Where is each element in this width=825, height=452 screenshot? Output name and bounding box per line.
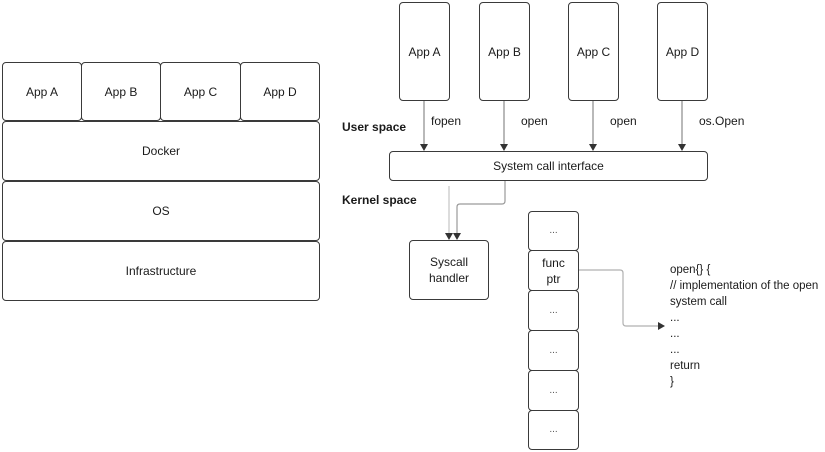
left-app-b-label: App B — [104, 84, 138, 99]
left-app-d: App D — [240, 62, 320, 121]
code-line: ... — [670, 312, 680, 324]
os-layer: OS — [2, 181, 320, 241]
app-b-label: App B — [488, 44, 521, 59]
table-row: ... — [528, 330, 579, 371]
app-c-label: App C — [576, 44, 611, 59]
system-call-interface-label: System call interface — [493, 159, 604, 173]
os-layer-label: OS — [152, 204, 170, 218]
infrastructure-layer: Infrastructure — [2, 241, 320, 301]
table-row-label: ... — [549, 344, 558, 356]
table-row-label: func ptr — [542, 255, 565, 286]
system-call-interface: System call interface — [389, 151, 708, 181]
left-app-a: App A — [2, 62, 82, 121]
left-app-a-label: App A — [25, 84, 59, 99]
left-app-d-label: App D — [263, 84, 297, 99]
table-row-label: ... — [549, 384, 558, 396]
app-a-box: App A — [399, 2, 450, 101]
left-app-c: App C — [160, 62, 241, 121]
left-app-c-label: App C — [183, 84, 218, 99]
call-label-app-c: open — [610, 114, 637, 128]
app-a-label: App A — [408, 44, 441, 59]
table-row-label: ... — [549, 424, 558, 435]
user-space-label: User space — [342, 120, 407, 134]
table-row-label: ... — [549, 225, 558, 236]
app-d-label: App D — [665, 44, 700, 59]
open-implementation-code: open{} { // implementation of the open s… — [670, 262, 818, 390]
table-row: ... — [528, 370, 579, 411]
code-line: return — [670, 360, 701, 372]
code-line: ... — [670, 328, 680, 340]
arrow-func-ptr-to-code — [578, 269, 665, 330]
infrastructure-layer-label: Infrastructure — [125, 264, 197, 278]
code-line: system call — [670, 296, 727, 308]
table-row-label: ... — [549, 304, 558, 316]
table-row: ... — [528, 410, 579, 450]
docker-layer: Docker — [2, 121, 320, 181]
syscall-handler: Syscall handler — [409, 240, 489, 300]
call-label-app-b: open — [521, 114, 548, 128]
call-label-app-d: os.Open — [699, 114, 745, 128]
kernel-space-label: Kernel space — [342, 193, 417, 207]
call-label-app-a: fopen — [431, 114, 462, 128]
code-line: } — [670, 376, 674, 388]
table-row: ... — [528, 211, 579, 251]
code-line: ... — [670, 344, 680, 356]
syscall-handler-label: Syscall handler — [428, 255, 470, 285]
table-row-func-ptr: func ptr — [528, 250, 579, 291]
app-b-box: App B — [479, 2, 530, 101]
app-d-box: App D — [657, 2, 708, 101]
docker-layer-label: Docker — [141, 144, 180, 158]
arrow-to-handler-2 — [453, 181, 506, 240]
table-row: ... — [528, 290, 579, 331]
code-line: // implementation of the open — [670, 280, 819, 292]
code-line: open{} { — [670, 264, 711, 276]
app-c-box: App C — [568, 2, 619, 101]
left-app-b: App B — [81, 62, 161, 121]
